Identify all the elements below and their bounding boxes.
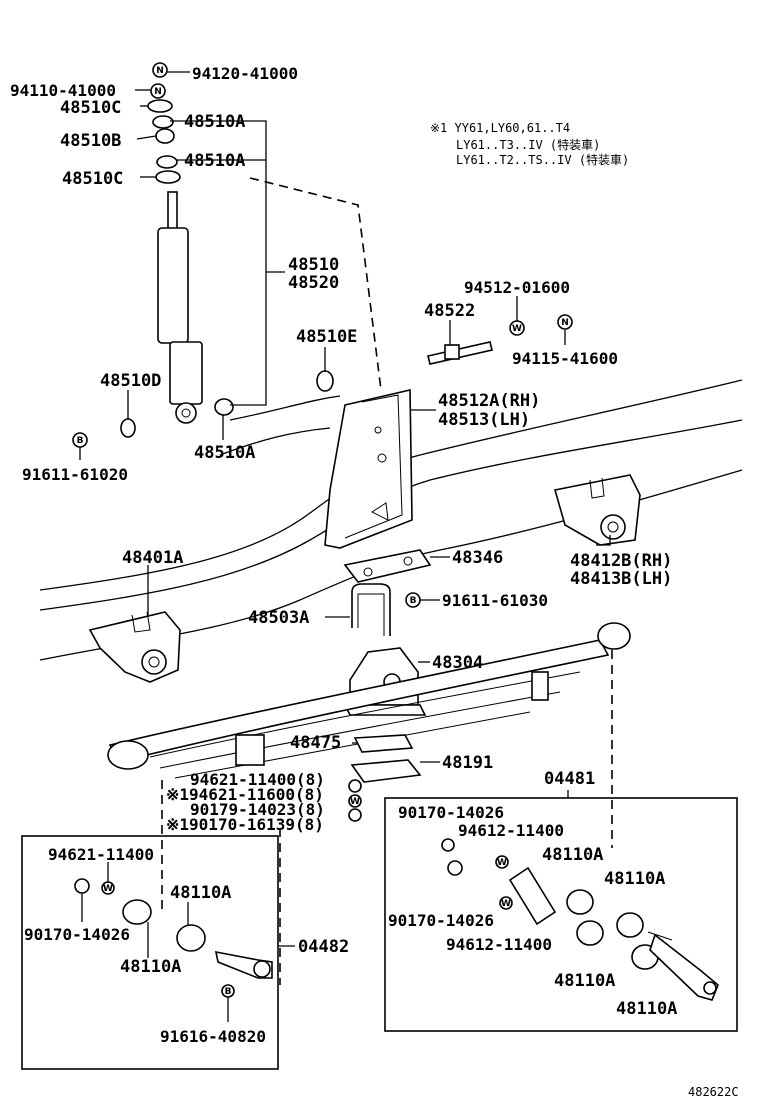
label-48510c[interactable]: 48510C — [60, 98, 121, 118]
label-91611-61020[interactable]: 91611-61020 — [22, 465, 128, 484]
spring-seat-plate[interactable] — [343, 549, 432, 583]
nut-letter: N — [156, 66, 164, 76]
u-bolt-fasteners: W — [348, 779, 362, 822]
washer-letter: W — [103, 884, 113, 894]
label-90170-16139-qty8[interactable]: ※190170-16139(8) — [166, 815, 324, 834]
diagram-id: 482622C — [688, 1085, 739, 1099]
label-48510a[interactable]: 48510A — [184, 151, 245, 171]
washer-letter: W — [497, 858, 507, 868]
note-line-1: ※1 YY61,LY60,61..T4 — [430, 121, 570, 135]
spring-lower-seat[interactable] — [350, 759, 422, 783]
label-48475[interactable]: 48475 — [290, 733, 341, 753]
label-48346[interactable]: 48346 — [452, 548, 503, 568]
label-48110a[interactable]: 48110A — [542, 845, 603, 865]
label-48413b-lh[interactable]: 48413B(LH) — [570, 569, 672, 589]
label-48110a[interactable]: 48110A — [616, 999, 677, 1019]
label-48510a[interactable]: 48510A — [184, 112, 245, 132]
label-48304[interactable]: 48304 — [432, 653, 483, 673]
label-48412b-rh[interactable]: 48412B(RH) — [570, 551, 672, 571]
label-48510c[interactable]: 48510C — [62, 169, 123, 189]
label-91611-61030[interactable]: 91611-61030 — [442, 591, 548, 610]
label-04481[interactable]: 04481 — [544, 769, 595, 789]
note-line-2: LY61..T3..IV (特装車) — [456, 137, 600, 152]
shackle-kit-box-left — [21, 835, 279, 1070]
bolt-letter: B — [410, 596, 417, 606]
label-90170-14026[interactable]: 90170-14026 — [398, 803, 504, 822]
label-48513-lh[interactable]: 48513(LH) — [438, 410, 530, 430]
label-94120-41000[interactable]: 94120-41000 — [192, 64, 298, 83]
label-94621-11400[interactable]: 94621-11400 — [48, 845, 154, 864]
label-48510e[interactable]: 48510E — [296, 327, 357, 347]
shock-bracket[interactable] — [324, 388, 413, 549]
label-48401a[interactable]: 48401A — [122, 548, 183, 568]
shock-top-stack: N N — [147, 62, 181, 184]
nut-letter: N — [154, 87, 162, 97]
shackle-kit-left-parts: W B — [74, 862, 273, 1022]
shock-absorber[interactable] — [157, 191, 203, 424]
label-94512-01600[interactable]: 94512-01600 — [464, 278, 570, 297]
leaf-spring[interactable] — [107, 622, 631, 779]
label-48510a[interactable]: 48510A — [194, 443, 255, 463]
label-94612-11400[interactable]: 94612-11400 — [446, 935, 552, 954]
bracket-stud: W N — [427, 314, 573, 365]
label-48191[interactable]: 48191 — [442, 753, 493, 773]
u-bolt[interactable]: B — [351, 583, 421, 636]
bolt-letter: B — [77, 436, 84, 446]
label-94612-11400[interactable]: 94612-11400 — [458, 821, 564, 840]
label-48110a[interactable]: 48110A — [170, 883, 231, 903]
label-94621-11600-qty8[interactable]: ※194621-11600(8) — [166, 785, 324, 804]
label-48503a[interactable]: 48503A — [248, 608, 309, 628]
label-48510b[interactable]: 48510B — [60, 131, 121, 151]
shackle-kit-right-parts: W W — [441, 838, 719, 1001]
label-94110-41000[interactable]: 94110-41000 — [10, 81, 116, 100]
label-90170-14026[interactable]: 90170-14026 — [388, 911, 494, 930]
washer-letter: W — [350, 797, 360, 807]
label-48110a[interactable]: 48110A — [120, 957, 181, 977]
label-48520[interactable]: 48520 — [288, 273, 339, 293]
label-48510d[interactable]: 48510D — [100, 371, 161, 391]
spring-spacer[interactable] — [353, 734, 414, 753]
part-labels: 94120-41000 94110-41000 48510C 48510A 48… — [10, 64, 677, 1046]
label-90179-14023-qty8[interactable]: 90179-14023(8) — [190, 800, 325, 819]
nut-letter: N — [561, 318, 569, 328]
label-bracket — [170, 120, 285, 406]
shackle-kit-box-right — [384, 797, 738, 1032]
applicability-note: ※1 YY61,LY60,61..T4 LY61..T3..IV (特装車) L… — [430, 121, 629, 167]
label-48110a[interactable]: 48110A — [554, 971, 615, 991]
shock-lower-fasteners: B — [72, 370, 334, 448]
label-94115-41600[interactable]: 94115-41600 — [512, 349, 618, 368]
label-04482[interactable]: 04482 — [298, 937, 349, 957]
leader-lines — [79, 71, 611, 947]
rear-hanger-bracket[interactable] — [553, 474, 641, 546]
washer-letter: W — [512, 324, 522, 334]
label-91616-40820[interactable]: 91616-40820 — [160, 1027, 266, 1046]
label-48110a[interactable]: 48110A — [604, 869, 665, 889]
label-48522[interactable]: 48522 — [424, 301, 475, 321]
front-hanger-bracket[interactable] — [88, 611, 181, 683]
bolt-letter: B — [225, 987, 232, 997]
label-90170-14026[interactable]: 90170-14026 — [24, 925, 130, 944]
label-94621-11400-qty8[interactable]: 94621-11400(8) — [190, 770, 325, 789]
dashed-guides — [161, 177, 613, 985]
label-48512a-rh[interactable]: 48512A(RH) — [438, 391, 540, 411]
washer-letter: W — [501, 899, 511, 909]
label-48510[interactable]: 48510 — [288, 255, 339, 275]
note-line-3: LY61..T2..TS..IV (特装車) — [456, 152, 629, 167]
